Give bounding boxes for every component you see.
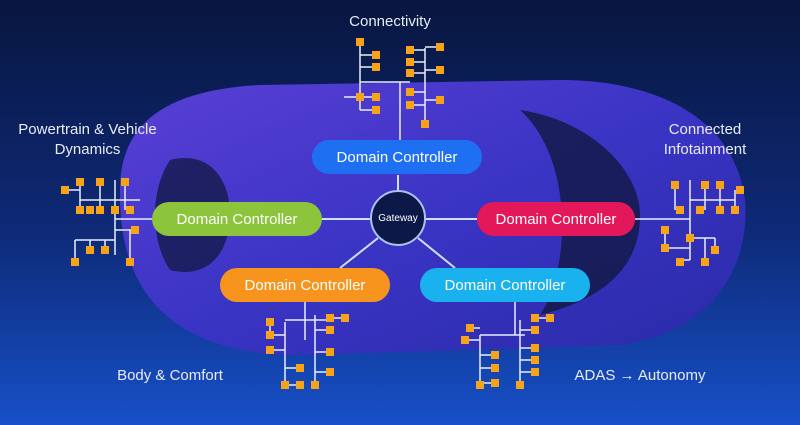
- domain-controller-adas[interactable]: Domain Controller: [420, 268, 590, 302]
- ecu-node-icon: [661, 244, 669, 252]
- ecu-node-icon: [372, 63, 380, 71]
- ecu-node-icon: [121, 178, 129, 186]
- ecu-node-icon: [731, 206, 739, 214]
- gateway-link: [417, 237, 456, 269]
- ecu-node-icon: [76, 178, 84, 186]
- ecu-node-icon: [476, 381, 484, 389]
- ecu-node-icon: [86, 246, 94, 254]
- ecu-node-icon: [341, 314, 349, 322]
- ecu-node-icon: [356, 38, 364, 46]
- ecu-node-icon: [531, 368, 539, 376]
- label-infotainment-line2: Infotainment: [663, 141, 747, 158]
- ecu-node-icon: [406, 101, 414, 109]
- ecu-node-icon: [326, 368, 334, 376]
- ecu-node-icon: [71, 258, 79, 266]
- domain-controller-powertrain[interactable]: Domain Controller: [152, 202, 322, 236]
- ecu-node-icon: [96, 178, 104, 186]
- gateway[interactable]: Gateway: [370, 190, 426, 246]
- ecu-node-icon: [296, 364, 304, 372]
- label-body-comfort: Body & Comfort: [117, 367, 223, 384]
- ecu-node-icon: [126, 258, 134, 266]
- ecu-node-icon: [461, 336, 469, 344]
- ecu-node-icon: [86, 206, 94, 214]
- ecu-node-icon: [111, 206, 119, 214]
- ecu-node-icon: [266, 331, 274, 339]
- ecu-node-icon: [372, 106, 380, 114]
- ecu-node-icon: [686, 234, 694, 242]
- ecu-node-icon: [96, 206, 104, 214]
- label-connectivity: Connectivity: [349, 13, 431, 30]
- ecu-node-icon: [711, 246, 719, 254]
- ecu-node-icon: [406, 58, 414, 66]
- ecu-node-icon: [76, 206, 84, 214]
- ecu-node-icon: [491, 351, 499, 359]
- ecu-node-icon: [696, 206, 704, 214]
- ecu-node-icon: [326, 348, 334, 356]
- ecu-node-icon: [281, 381, 289, 389]
- ecu-node-icon: [356, 93, 364, 101]
- ecu-node-icon: [701, 258, 709, 266]
- ecu-node-icon: [326, 314, 334, 322]
- ecu-node-icon: [326, 326, 334, 334]
- ecu-node-icon: [546, 314, 554, 322]
- ecu-node-icon: [406, 69, 414, 77]
- ecu-node-icon: [101, 246, 109, 254]
- label-powertrain-line1: Powertrain & Vehicle: [18, 121, 157, 138]
- ecu-node-icon: [436, 43, 444, 51]
- ecu-node-icon: [671, 181, 679, 189]
- ecu-node-icon: [266, 346, 274, 354]
- ecu-node-icon: [736, 186, 744, 194]
- ecu-node-icon: [436, 96, 444, 104]
- gateway-link: [339, 237, 379, 269]
- ecu-node-icon: [531, 356, 539, 364]
- ecu-node-icon: [676, 258, 684, 266]
- ecu-node-icon: [372, 93, 380, 101]
- ecu-node-icon: [531, 326, 539, 334]
- ecu-node-icon: [716, 206, 724, 214]
- ecu-node-icon: [421, 120, 429, 128]
- label-powertrain: Powertrain & Vehicle Dynamics: [0, 120, 175, 160]
- label-infotainment: Connected Infotainment: [630, 120, 780, 160]
- ecu-node-icon: [701, 181, 709, 189]
- ecu-node-icon: [516, 381, 524, 389]
- ecu-node-icon: [436, 66, 444, 74]
- ecu-node-icon: [296, 381, 304, 389]
- ecu-node-icon: [661, 226, 669, 234]
- ecu-node-icon: [716, 181, 724, 189]
- ecu-node-icon: [531, 314, 539, 322]
- ecu-node-icon: [466, 324, 474, 332]
- ecu-node-icon: [406, 46, 414, 54]
- ecu-node-icon: [491, 364, 499, 372]
- ecu-node-icon: [372, 51, 380, 59]
- label-powertrain-line2: Dynamics: [54, 141, 121, 158]
- ecu-node-icon: [311, 381, 319, 389]
- ecu-node-icon: [406, 88, 414, 96]
- domain-controller-connectivity[interactable]: Domain Controller: [312, 140, 482, 174]
- ecu-node-icon: [131, 226, 139, 234]
- label-infotainment-line1: Connected: [668, 121, 742, 138]
- ecu-node-icon: [531, 344, 539, 352]
- domain-controller-body[interactable]: Domain Controller: [220, 268, 390, 302]
- ecu-node-icon: [61, 186, 69, 194]
- ecu-node-icon: [266, 318, 274, 326]
- domain-controller-infotainment[interactable]: Domain Controller: [477, 202, 635, 236]
- ecu-node-icon: [491, 379, 499, 387]
- ecu-node-icon: [676, 206, 684, 214]
- ecu-node-icon: [126, 206, 134, 214]
- label-adas: ADAS → Autonomy: [574, 367, 706, 384]
